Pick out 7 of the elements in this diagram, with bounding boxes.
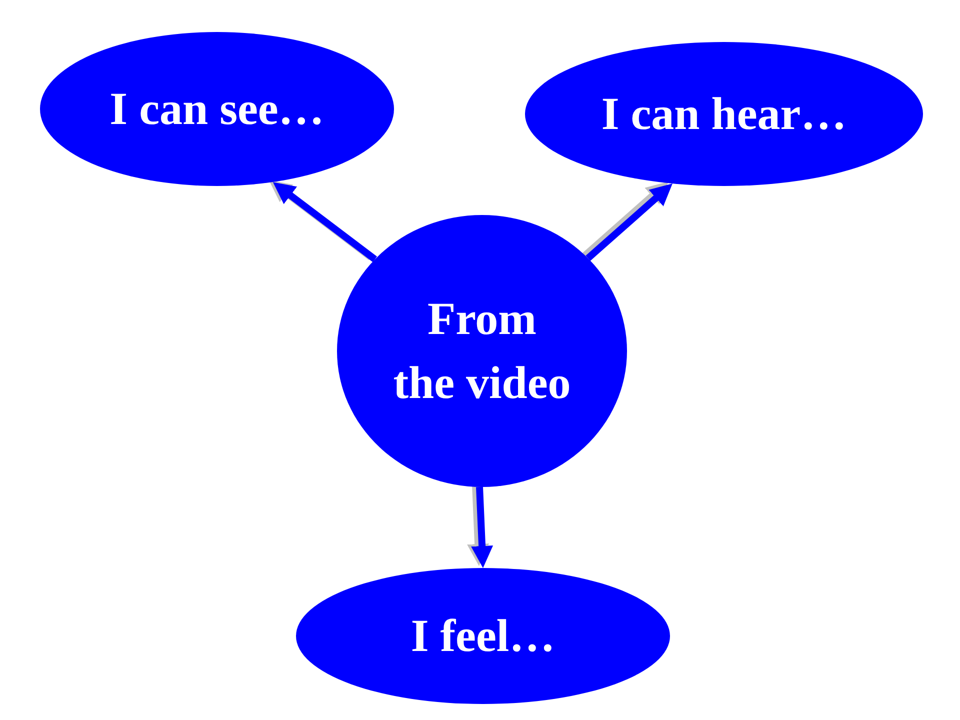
arrow <box>270 179 378 262</box>
node-text: I can see… <box>110 82 324 136</box>
node-text: From the video <box>392 292 572 410</box>
node-text: I feel… <box>410 609 556 664</box>
arrow <box>471 486 494 568</box>
arrow <box>586 180 675 261</box>
node-text: I can hear… <box>601 87 847 142</box>
